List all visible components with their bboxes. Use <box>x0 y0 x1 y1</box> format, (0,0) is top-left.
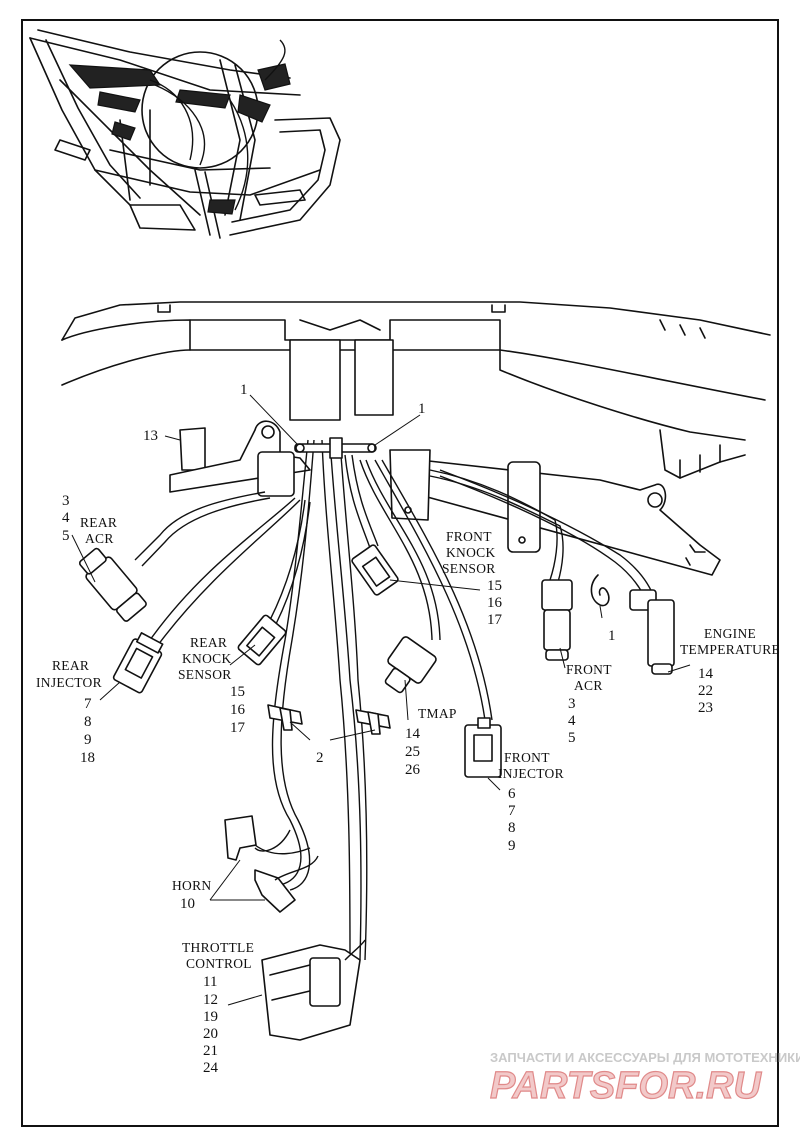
leader-lines <box>71 394 691 1006</box>
rear-acr-label-2: ACR <box>85 531 114 546</box>
callout-bracket: 13 <box>143 428 158 444</box>
horn-number: 10 <box>180 896 195 912</box>
front-acr-num-2: 4 <box>568 713 576 729</box>
tmap-num-1: 14 <box>405 726 421 742</box>
rear-acr-num-3: 5 <box>62 528 70 544</box>
callout-clip-left: 1 <box>240 382 248 398</box>
junction-block-left <box>289 339 341 421</box>
throttle-num-4: 20 <box>203 1026 218 1042</box>
rear-acr-connector <box>78 547 147 622</box>
front-injector-label-2: INJECTOR <box>498 766 564 781</box>
watermark-tagline: ЗАПЧАСТИ И АКСЕССУАРЫ ДЛЯ МОТОТЕХНИКИ <box>490 1050 800 1065</box>
throttle-num-2: 12 <box>203 992 218 1008</box>
front-knock-label-2: KNOCK <box>446 545 496 560</box>
horn-label: HORN <box>172 878 211 893</box>
throttle-label-1: THROTTLE <box>182 940 254 955</box>
tmap-num-3: 26 <box>405 762 421 778</box>
engine-temp-num-1: 14 <box>698 666 714 682</box>
callout-tie-clip: 1 <box>608 628 616 644</box>
front-knock-connector <box>351 544 399 596</box>
rear-acr-num-1: 3 <box>62 493 70 509</box>
rear-knock-num-2: 16 <box>230 702 246 718</box>
rear-acr-label-1: REAR <box>80 515 117 530</box>
front-injector-connector <box>464 717 502 778</box>
rear-knock-label-2: KNOCK <box>182 651 232 666</box>
throttle-num-1: 11 <box>203 974 217 990</box>
front-injector-num-4: 9 <box>508 838 516 854</box>
rear-injector-num-4: 18 <box>80 750 95 766</box>
junction-blocks <box>289 319 394 421</box>
front-injector-num-2: 7 <box>508 803 516 819</box>
engine-temp-num-2: 22 <box>698 683 713 699</box>
rear-knock-label-3: SENSOR <box>178 667 232 682</box>
rear-knock-num-3: 17 <box>230 720 246 736</box>
front-acr-num-3: 5 <box>568 730 576 746</box>
callout-clip-right: 1 <box>418 401 426 417</box>
bracket-13 <box>169 420 311 497</box>
rear-injector-num-1: 7 <box>84 696 92 712</box>
throttle-num-6: 24 <box>203 1060 219 1076</box>
front-knock-label-1: FRONT <box>446 529 492 544</box>
rear-knock-label-1: REAR <box>190 635 227 650</box>
rear-knock-connector <box>237 614 287 666</box>
rear-injector-num-3: 9 <box>84 732 92 748</box>
motorcycle-frame-inset <box>29 29 341 239</box>
rear-injector-num-2: 8 <box>84 714 92 730</box>
front-acr-num-1: 3 <box>568 696 576 712</box>
front-knock-num-3: 17 <box>487 612 503 628</box>
rear-acr-num-2: 4 <box>62 510 70 526</box>
front-acr-connector <box>541 579 573 661</box>
front-knock-label-3: SENSOR <box>442 561 496 576</box>
junction-block-right <box>354 339 394 416</box>
throttle-num-5: 21 <box>203 1043 218 1059</box>
throttle-num-3: 19 <box>203 1009 218 1025</box>
callout-labels: 1 1 13 3 4 5 REAR ACR REAR INJECTOR 7 8 … <box>36 382 780 1076</box>
front-injector-num-3: 8 <box>508 820 516 836</box>
throttle-control-connector <box>261 939 366 1041</box>
engine-temp-num-3: 23 <box>698 700 713 716</box>
engine-temp-label-1: ENGINE <box>704 626 756 641</box>
front-injector-label-1: FRONT <box>504 750 550 765</box>
tie-clips <box>294 437 377 459</box>
rear-injector-label-2: INJECTOR <box>36 675 102 690</box>
cable-straps <box>267 704 391 735</box>
rear-injector-connector <box>112 632 164 694</box>
front-acr-label-2: ACR <box>574 678 603 693</box>
rear-injector-label-1: REAR <box>52 658 89 673</box>
engine-temp-connector <box>629 589 675 675</box>
hook-clip <box>590 574 610 607</box>
watermark: ЗАПЧАСТИ И АКСЕССУАРЫ ДЛЯ МОТОТЕХНИКИ PA… <box>489 1050 800 1108</box>
callout-cable-straps: 2 <box>316 750 324 766</box>
diagram-frame <box>21 19 779 1127</box>
engine-temp-label-2: TEMPERATURE <box>680 642 780 657</box>
tmap-label: TMAP <box>418 706 457 721</box>
throttle-label-2: CONTROL <box>186 956 252 971</box>
front-acr-label-1: FRONT <box>566 662 612 677</box>
bracket-right <box>389 449 721 576</box>
tmap-connector <box>384 636 437 694</box>
front-knock-num-1: 15 <box>487 578 502 594</box>
front-knock-num-2: 16 <box>487 595 503 611</box>
front-injector-num-1: 6 <box>508 786 516 802</box>
tmap-num-2: 25 <box>405 744 420 760</box>
horn-connectors <box>224 815 319 913</box>
watermark-brand: PARTSFOR.RU <box>490 1065 762 1107</box>
rear-knock-num-1: 15 <box>230 684 245 700</box>
